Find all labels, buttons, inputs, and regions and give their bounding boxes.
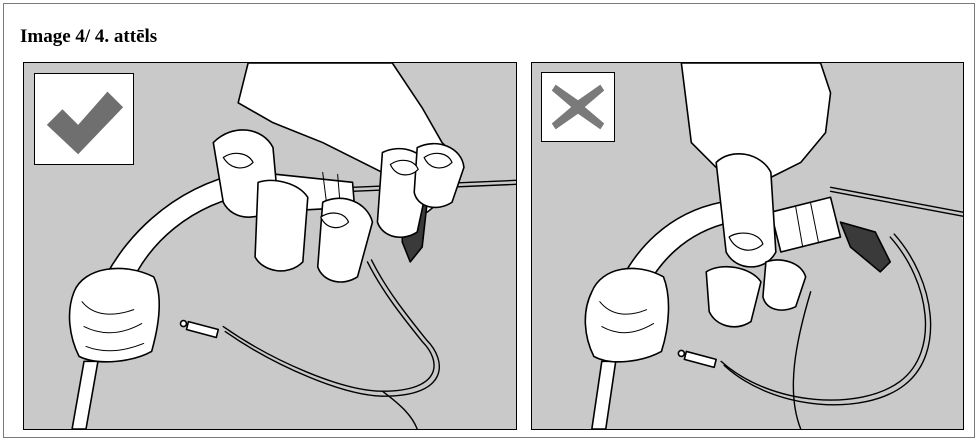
incorrect-badge xyxy=(541,72,615,142)
incorrect-grip-panel xyxy=(531,62,964,430)
check-mark-icon xyxy=(46,91,124,155)
correct-grip-panel xyxy=(23,62,517,430)
cross-mark-icon xyxy=(551,84,605,130)
figure-title: Image 4/ 4. attēls xyxy=(20,26,158,47)
correct-grip-illustration xyxy=(68,63,516,429)
figure-frame: Image 4/ 4. attēls xyxy=(3,3,975,438)
correct-badge xyxy=(34,73,134,165)
incorrect-grip-illustration xyxy=(584,63,963,429)
